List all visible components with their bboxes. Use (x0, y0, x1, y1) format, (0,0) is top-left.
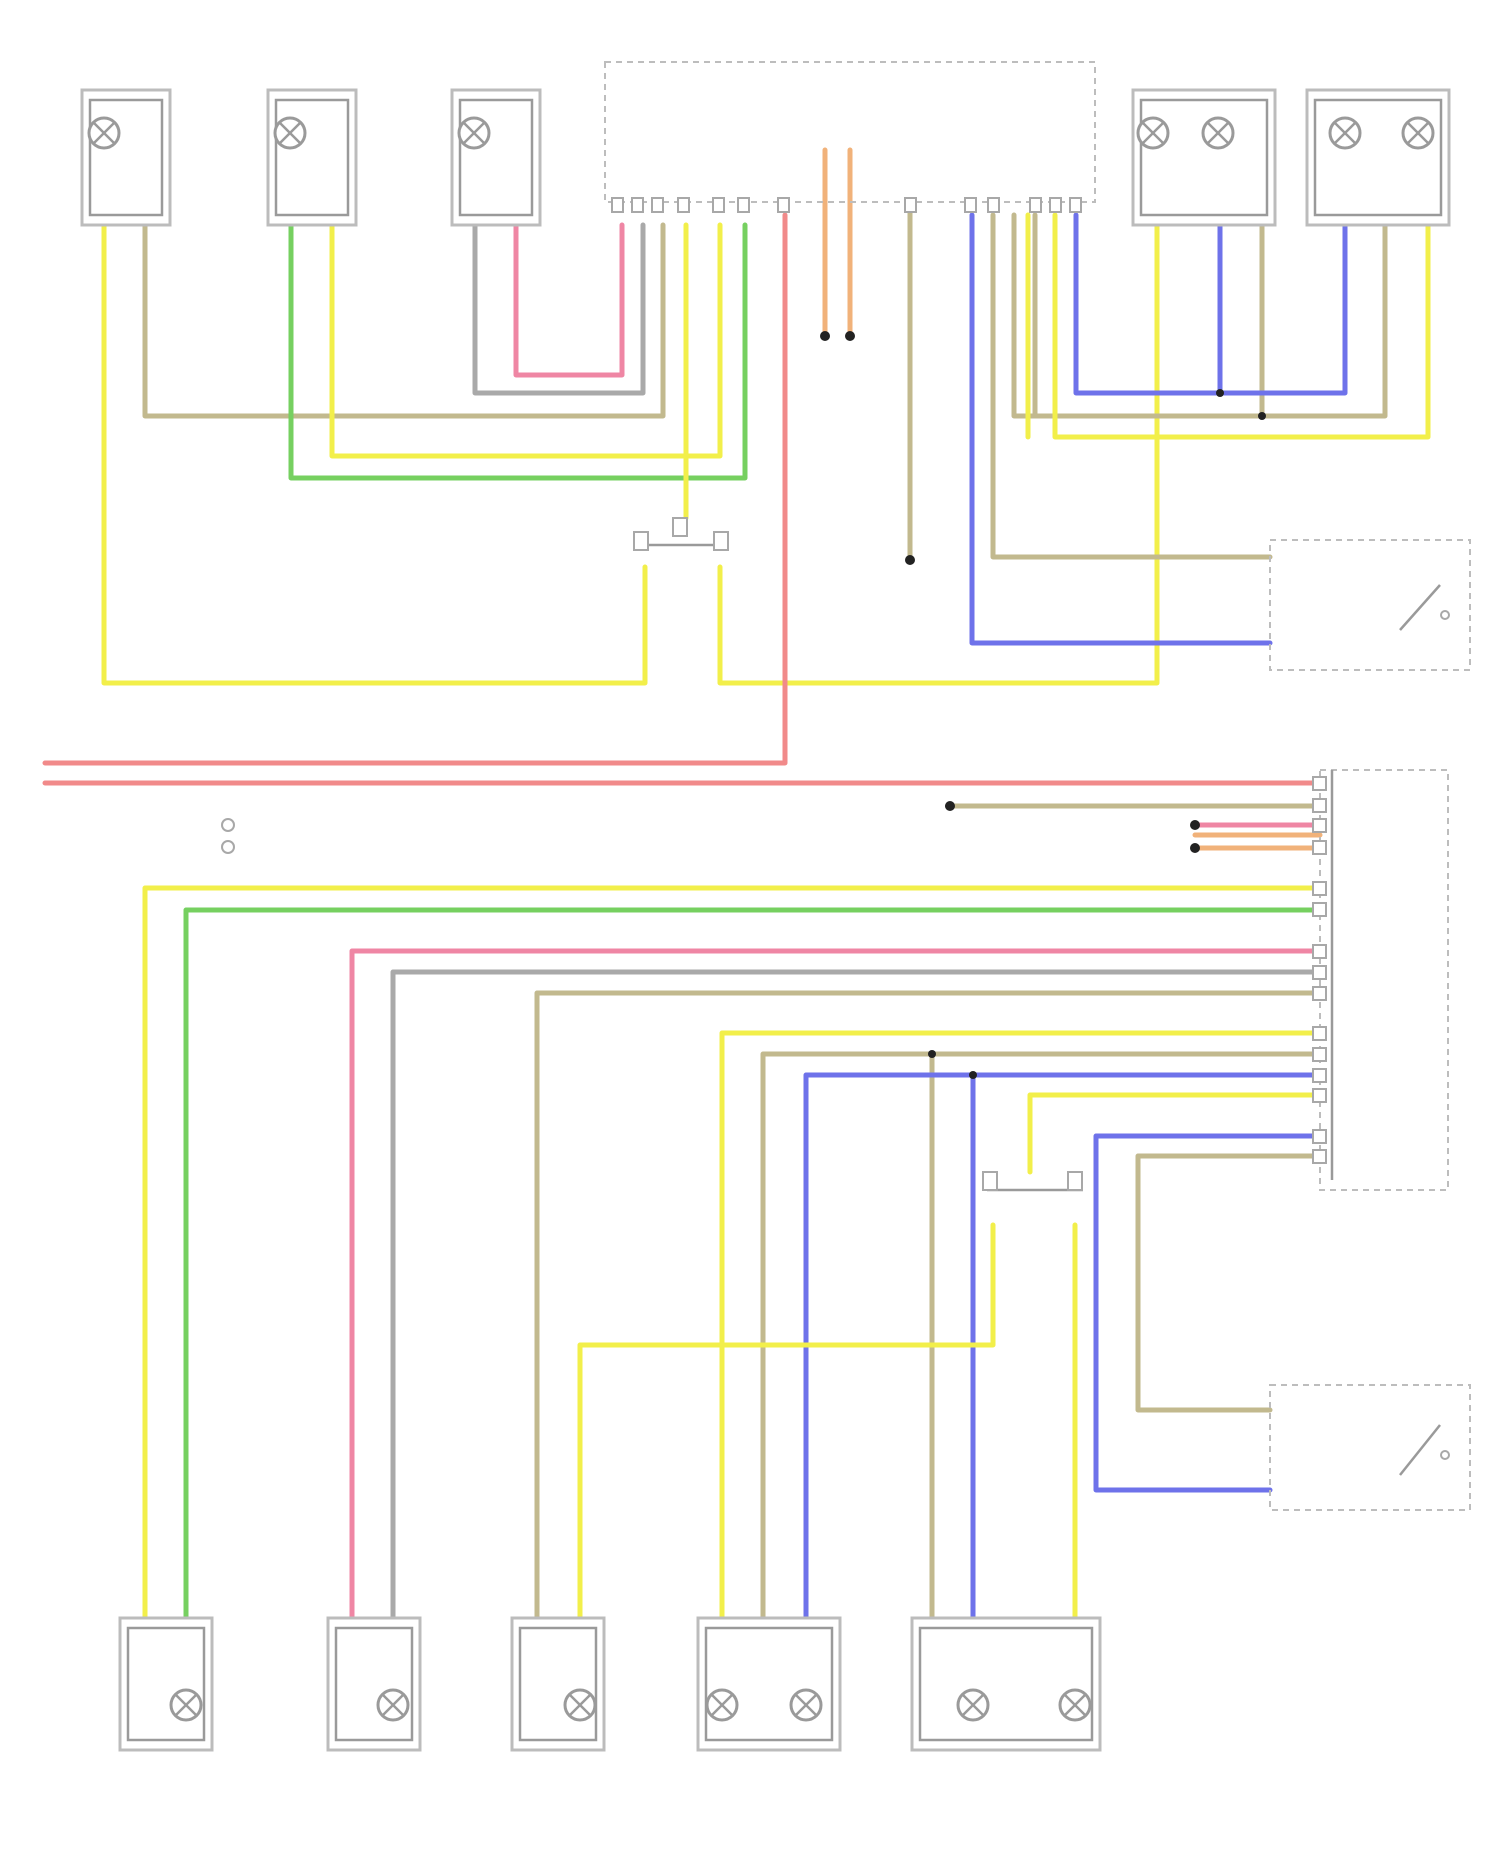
wire-tan-b3 (537, 993, 1320, 1625)
ground-dot-mid (945, 801, 955, 811)
splice-lower (983, 1172, 1083, 1190)
can-dot-mid-1 (1190, 820, 1200, 830)
can-dot-2 (845, 331, 855, 341)
can-dot-mid-2 (1190, 843, 1200, 853)
wire-yellow-right-cluster (1055, 215, 1428, 437)
component-b1 (120, 1618, 212, 1750)
wire-pink-top (516, 225, 622, 375)
legend (222, 819, 234, 853)
junction-dot-4 (969, 1071, 977, 1079)
right-control-module (1320, 770, 1448, 1190)
wire-blue-right-switch (972, 215, 1270, 643)
can-dot-1 (820, 331, 830, 341)
ground-dot-top (905, 555, 915, 565)
wire-tan-b4 (763, 1054, 1320, 1625)
left-switch-module (1270, 1385, 1470, 1510)
component-tl2 (268, 90, 356, 225)
component-b5 (912, 1618, 1100, 1750)
junction-dot-2 (1216, 389, 1224, 397)
component-tr2 (1307, 90, 1449, 225)
wire-yellow-b1 (145, 888, 1320, 1625)
right-switch-module (1270, 540, 1470, 670)
wire-yellow-b4 (722, 1033, 1320, 1625)
wire-tan-left-switch (1138, 1156, 1320, 1410)
wire-green-b1 (186, 910, 1320, 1625)
control-unit-top-pins (612, 198, 1081, 212)
wire-gray-b2 (393, 972, 1320, 1625)
splice-upper (634, 518, 728, 550)
component-tl1 (82, 90, 170, 225)
component-tl3 (452, 90, 540, 225)
component-b2 (328, 1618, 420, 1750)
junction-dot-1 (1258, 412, 1266, 420)
component-b3 (512, 1618, 604, 1750)
component-tr1 (1133, 90, 1275, 225)
junction-dot-3 (928, 1050, 936, 1058)
wire-blue-left-switch (1096, 1136, 1320, 1490)
wire-tan-top (145, 225, 663, 416)
component-b4 (698, 1618, 840, 1750)
wire-gray-top (475, 225, 643, 393)
